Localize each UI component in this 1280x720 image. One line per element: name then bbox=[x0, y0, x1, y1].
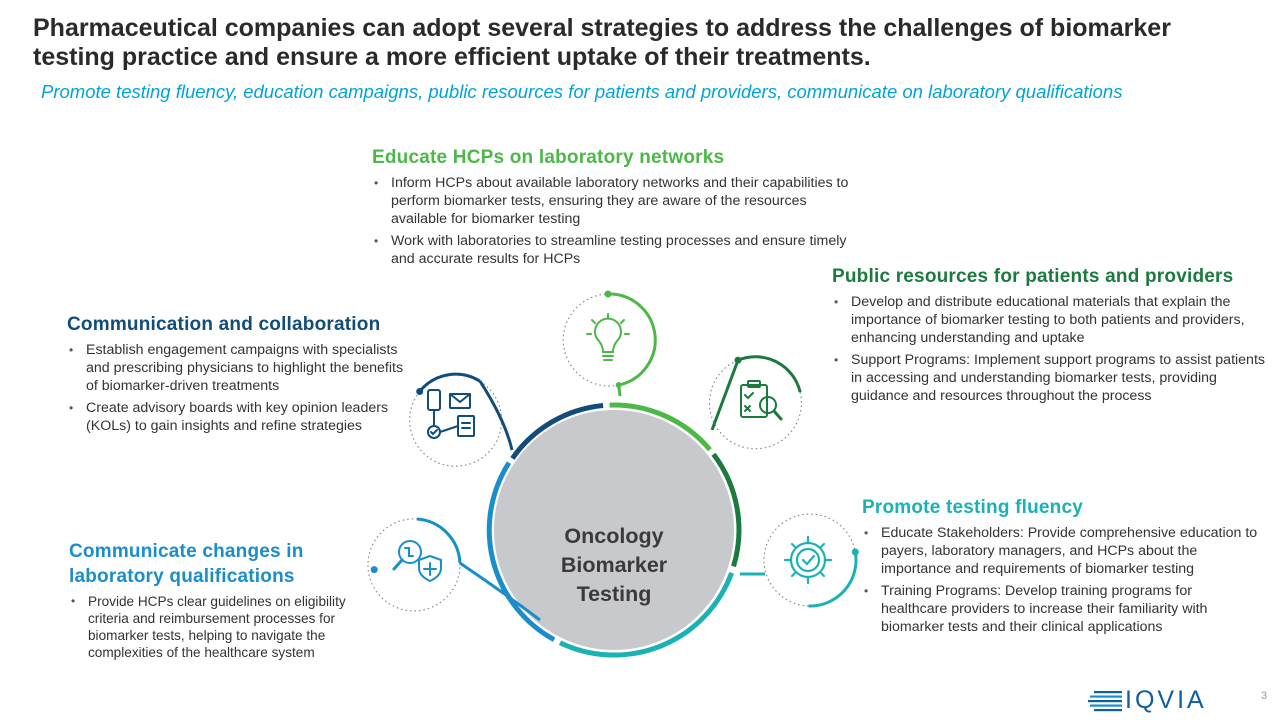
section-promote-bullets: Educate Stakeholders: Provide comprehens… bbox=[862, 524, 1262, 636]
section-promote: Promote testing fluency Educate Stakehol… bbox=[862, 495, 1262, 640]
ring-segment-public bbox=[711, 452, 742, 568]
center-circle bbox=[494, 410, 734, 650]
center-label-line1: Oncology bbox=[564, 523, 664, 548]
iqvia-logo: IQVIA bbox=[1088, 686, 1207, 715]
bullet-item: Establish engagement campaigns with spec… bbox=[67, 341, 412, 395]
lab-search-shield-icon bbox=[392, 540, 442, 583]
slide-subtitle: Promote testing fluency, education campa… bbox=[41, 81, 1123, 102]
ring-segment-educate bbox=[609, 402, 712, 452]
ring-segment-promote bbox=[558, 571, 734, 658]
bullet-item: Inform HCPs about available laboratory n… bbox=[372, 174, 852, 228]
center-label-line3: Testing bbox=[576, 581, 652, 606]
logo-stripes-icon bbox=[1088, 690, 1122, 711]
section-changes-heading: Communicate changes in laboratory qualif… bbox=[69, 541, 304, 587]
bullet-item: Training Programs: Develop training prog… bbox=[862, 582, 1262, 636]
center-label-line2: Biomarker bbox=[560, 552, 668, 577]
page-number: 3 bbox=[1261, 690, 1268, 702]
section-public-bullets: Develop and distribute educational mater… bbox=[832, 293, 1272, 405]
section-communication: Communication and collaboration Establis… bbox=[67, 312, 412, 439]
node-changes bbox=[367, 517, 541, 622]
node-public bbox=[708, 355, 803, 450]
bullet-item: Create advisory boards with key opinion … bbox=[67, 399, 412, 435]
section-changes-bullets: Provide HCPs clear guidelines on eligibi… bbox=[69, 593, 374, 661]
lightbulb-icon bbox=[586, 313, 630, 361]
bullet-item: Educate Stakeholders: Provide comprehens… bbox=[862, 524, 1262, 578]
bullet-item: Work with laboratories to streamline tes… bbox=[372, 232, 852, 268]
communication-network-icon bbox=[427, 389, 475, 439]
bullet-item: Support Programs: Implement support prog… bbox=[832, 351, 1272, 405]
ring-segment-communication bbox=[510, 403, 604, 460]
section-educate-bullets: Inform HCPs about available laboratory n… bbox=[372, 174, 852, 268]
section-promote-heading: Promote testing fluency bbox=[862, 497, 1084, 518]
section-educate-heading: Educate HCPs on laboratory networks bbox=[372, 147, 725, 168]
bullet-item: Provide HCPs clear guidelines on eligibi… bbox=[69, 593, 374, 661]
ring-segment-changes bbox=[486, 461, 556, 642]
center-label: Oncology Biomarker Testing bbox=[494, 445, 734, 685]
logo-text: IQVIA bbox=[1125, 686, 1207, 714]
node-communication bbox=[409, 372, 514, 467]
bullet-item: Develop and distribute educational mater… bbox=[832, 293, 1272, 347]
clipboard-magnifier-icon bbox=[740, 380, 783, 421]
section-communication-bullets: Establish engagement campaigns with spec… bbox=[67, 341, 412, 435]
node-educate bbox=[562, 290, 657, 397]
gear-check-icon bbox=[783, 535, 833, 585]
slide-title: Pharmaceutical companies can adopt sever… bbox=[33, 14, 1171, 71]
section-changes: Communicate changes in laboratory qualif… bbox=[69, 539, 374, 665]
section-educate: Educate HCPs on laboratory networks Info… bbox=[372, 145, 852, 272]
section-communication-heading: Communication and collaboration bbox=[67, 314, 381, 335]
section-public-heading: Public resources for patients and provid… bbox=[832, 266, 1234, 287]
node-promote bbox=[740, 513, 859, 608]
section-public: Public resources for patients and provid… bbox=[832, 264, 1272, 409]
